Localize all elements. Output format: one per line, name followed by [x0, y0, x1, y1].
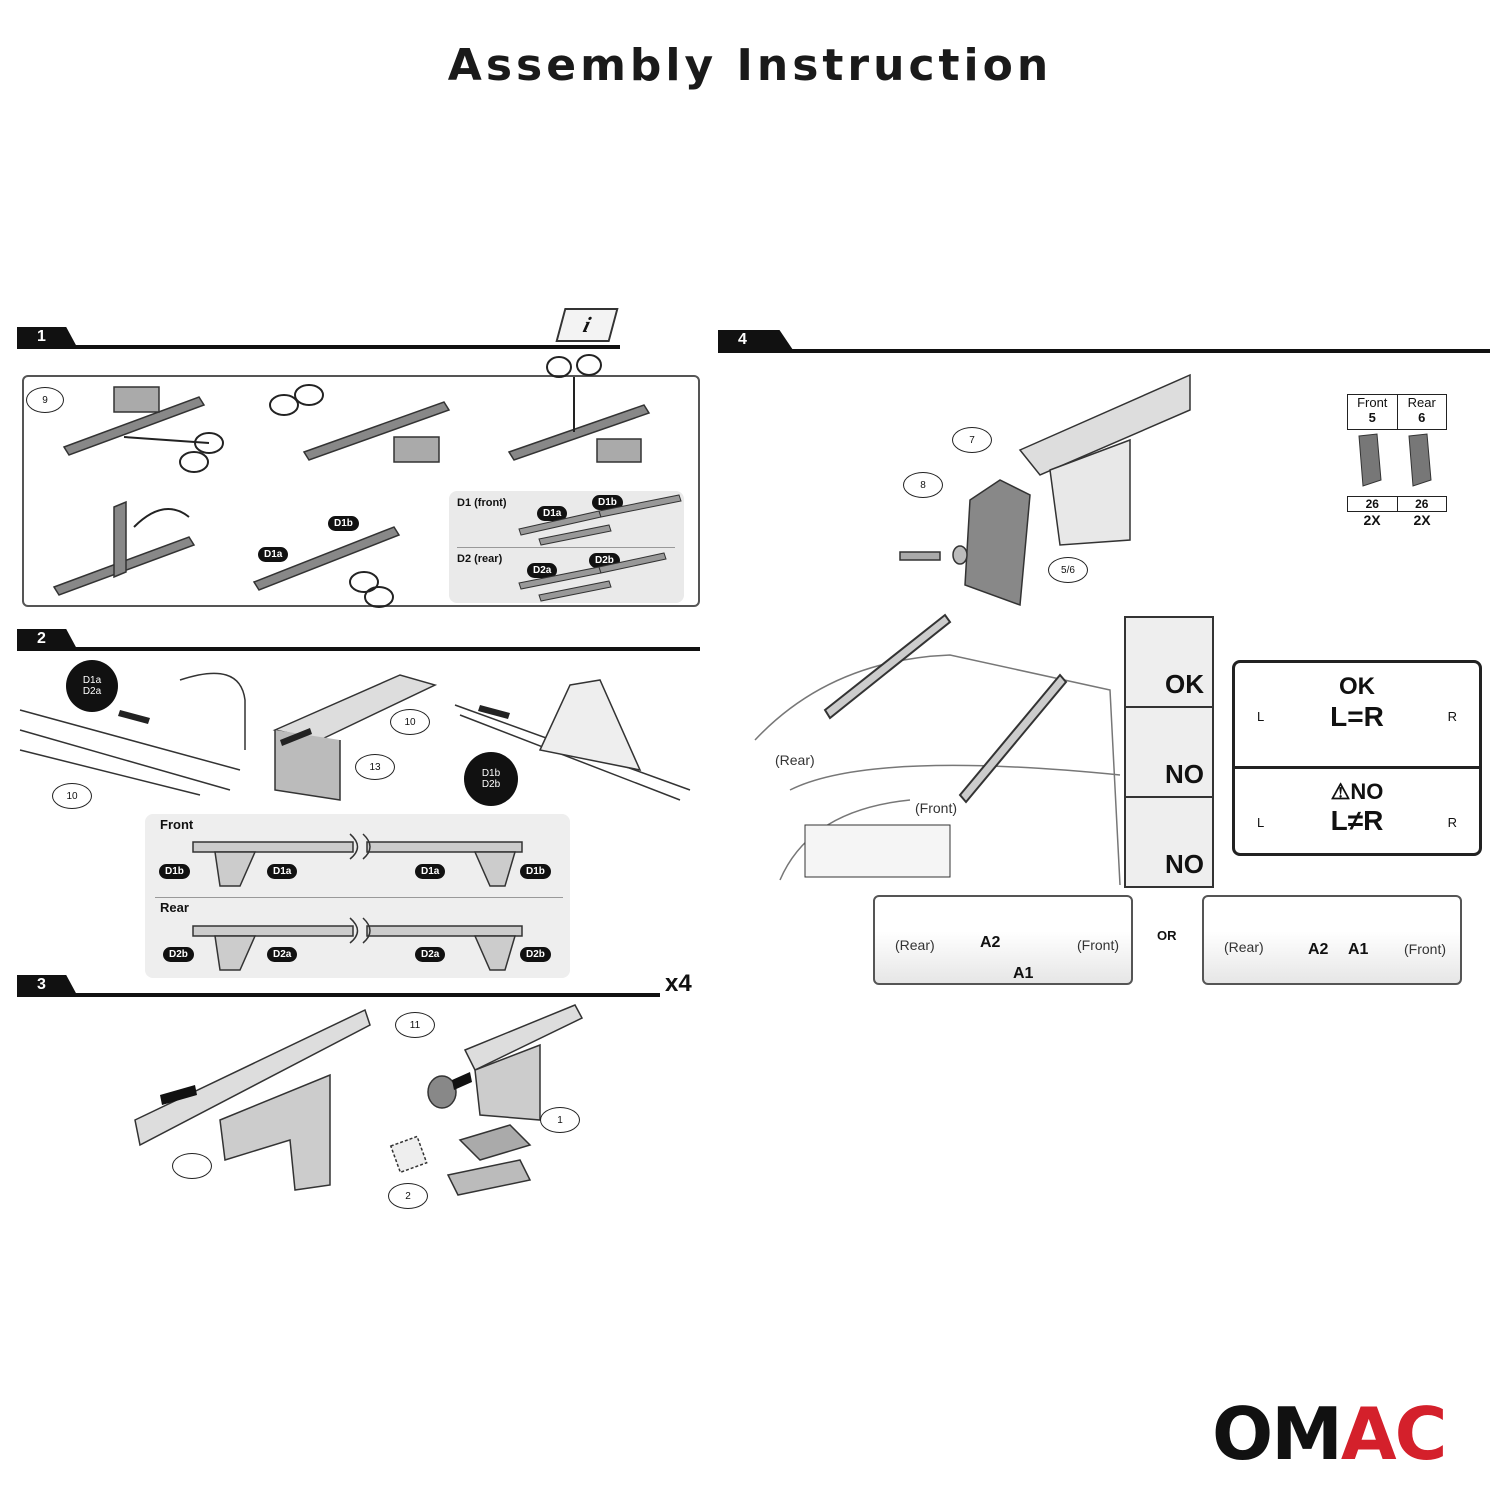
step-1-tab: 1	[17, 327, 77, 347]
callout-5-6: 5/6	[1048, 557, 1088, 583]
car-roof-illustration	[754, 613, 1121, 886]
d2-rear-label: D2 (rear)	[457, 553, 503, 565]
callout-empty	[172, 1153, 212, 1179]
label-d1a: D1a	[258, 547, 289, 562]
callout-9: 9	[26, 387, 64, 413]
front-label: Front	[160, 817, 194, 832]
page-title: Assembly Instruction	[447, 40, 1053, 91]
front-direction-label: (Front)	[915, 800, 957, 816]
front-pill: D1a	[267, 864, 298, 879]
r-marker: R	[1447, 709, 1457, 724]
step-4-rule	[718, 349, 1490, 353]
label-d2a: D2a	[527, 563, 558, 578]
divider	[457, 547, 675, 548]
position-check-column: OK NO NO	[1124, 616, 1214, 888]
rear-qty: 26	[1415, 497, 1429, 511]
front-rear-panel: Front Rear D1b D1a D1a D1b D2b D2a D2a D…	[145, 814, 570, 978]
label-d2b: D2b	[481, 779, 501, 790]
logo-ac: AC	[1340, 1392, 1448, 1476]
foot-assembly-illustration	[899, 373, 1191, 607]
bracket-icons	[1358, 433, 1432, 487]
front-pill: D1b	[520, 864, 551, 879]
logo-om: OM	[1212, 1392, 1343, 1476]
rear-pill: D2b	[520, 947, 551, 962]
step-3-tab: 3	[17, 975, 77, 995]
label-d1b: D1b	[481, 768, 501, 779]
front-part-number: 5	[1368, 410, 1376, 425]
or-label: OR	[1157, 928, 1177, 943]
l-marker: L	[1257, 815, 1265, 830]
info-icon: i	[555, 308, 619, 342]
rear-pill: D2a	[267, 947, 298, 962]
callout-10: 10	[52, 783, 92, 809]
front-label: (Front)	[1077, 937, 1119, 953]
a2-label: A2	[1308, 941, 1329, 958]
label-d2a: D2a	[82, 686, 102, 697]
callout-2: 2	[388, 1183, 428, 1209]
label-d1b: D1b	[328, 516, 359, 531]
spacing-diagram-1: (Rear) (Front) A2 A1	[873, 895, 1133, 985]
step-1-rule	[17, 345, 620, 349]
bar-diagrams	[192, 833, 523, 971]
spacing-diagram-2: (Rear) (Front) A2 A1	[1202, 895, 1462, 985]
front-pill: D1a	[415, 864, 446, 879]
rear-label: Rear	[160, 900, 189, 915]
lr-balance-panel: OK L R L=R ⚠NO L R L≠R	[1232, 660, 1482, 856]
ok-title: OK	[1339, 673, 1375, 700]
label-d1a: D1a	[82, 675, 102, 686]
l-marker: L	[1257, 709, 1265, 724]
front-label: (Front)	[1404, 941, 1446, 957]
no-title: ⚠NO	[1330, 779, 1384, 804]
rear-pill: D2b	[163, 947, 194, 962]
rear-multiplier: 2X	[1413, 512, 1431, 528]
rear-pill: D2a	[415, 947, 446, 962]
d1-front-label: D1 (front)	[457, 497, 507, 509]
front-qty: 26	[1348, 497, 1398, 511]
rear-header: Rear	[1407, 395, 1436, 410]
label-d1b: D1b	[592, 495, 623, 510]
front-pill: D1b	[159, 864, 190, 879]
divider	[155, 897, 563, 898]
step-2-tab: 2	[17, 629, 77, 649]
l-equals-r: L=R	[1330, 701, 1384, 732]
no-label: NO	[1165, 759, 1204, 789]
a1-label: A1	[1013, 965, 1034, 982]
rear-label: (Rear)	[895, 937, 935, 953]
step-1-panel: 9 D1b D1a D1 (front) D2 (rear) D1a D1b D…	[22, 354, 700, 608]
a1-label: A1	[1348, 941, 1369, 958]
r-marker: R	[1447, 815, 1457, 830]
front-multiplier: 2X	[1363, 512, 1381, 528]
omac-logo: OMAC	[1212, 1398, 1447, 1470]
front-header: Front	[1357, 395, 1388, 410]
no-label: NO	[1165, 849, 1204, 879]
step-1-illustration	[52, 354, 651, 608]
callout-1: 1	[540, 1107, 580, 1133]
callout-8: 8	[903, 472, 943, 498]
multiplier-label: x4	[665, 970, 692, 997]
l-not-equals-r: L≠R	[1330, 805, 1384, 836]
callout-7: 7	[952, 427, 992, 453]
ok-label: OK	[1165, 669, 1204, 699]
callout-10: 10	[390, 709, 430, 735]
callout-13: 13	[355, 754, 395, 780]
a2-label: A2	[980, 934, 1001, 951]
step-4-tab: 4	[718, 330, 793, 350]
step-3-illustration	[134, 1004, 584, 1196]
step-2-illustration	[19, 672, 691, 801]
strip-pieces	[518, 494, 682, 602]
rear-label: (Rear)	[1224, 939, 1264, 955]
d1-d2-panel: D1 (front) D2 (rear) D1a D1b D2a D2b	[449, 491, 684, 603]
step-2-rule	[17, 647, 700, 651]
label-d1a: D1a	[537, 506, 568, 521]
step-3-rule	[17, 993, 660, 997]
rear-direction-label: (Rear)	[775, 752, 815, 768]
callout-11: 11	[395, 1012, 435, 1038]
rear-part-number: 6	[1418, 410, 1426, 425]
